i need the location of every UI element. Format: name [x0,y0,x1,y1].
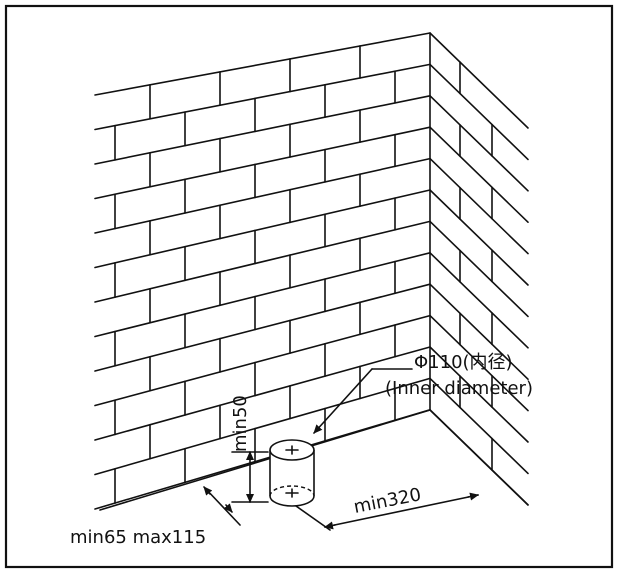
brick-course-line [94,283,431,372]
side-course-line [429,283,529,381]
side-course-line [429,314,529,412]
brick-course-line [94,408,431,510]
brick-course-line [94,157,431,234]
brick-course-line [94,220,431,303]
brick-course-line [94,346,431,441]
side-wall-top-edge [429,32,529,129]
side-course-line [429,189,529,286]
side-distance-line [324,494,479,528]
brick-course-line [94,314,431,407]
wall-top-edge [94,32,431,96]
side-course-line [429,408,529,506]
side-course-line [429,377,529,475]
side-wall-courses [429,63,529,506]
brick-wall [94,32,529,511]
side-course-line [429,346,529,443]
drain-pipe [269,439,315,507]
diameter-label: Φ110(内径) [414,352,513,373]
back-distance-label: min65 max115 [70,527,206,548]
brick-courses [94,63,431,510]
height-label: min50 [230,395,251,452]
side-distance-label: min320 [352,484,423,518]
side-course-line [429,252,529,349]
side-course-line [429,95,529,192]
side-course-line [429,63,529,161]
brick-course-line [94,126,431,200]
brick-course-line [94,189,431,269]
side-course-line [429,220,529,318]
brick-course-line [94,252,431,338]
side-course-line [429,126,529,223]
brick-course-line [94,63,431,131]
diameter-note: (Inner diameter) [385,378,533,399]
brick-joints [114,45,493,504]
brick-course-line [94,377,431,476]
diameter-leader-arrow [313,368,373,434]
brick-course-line [94,95,431,165]
side-course-line [429,157,529,255]
figure-frame [4,4,614,569]
